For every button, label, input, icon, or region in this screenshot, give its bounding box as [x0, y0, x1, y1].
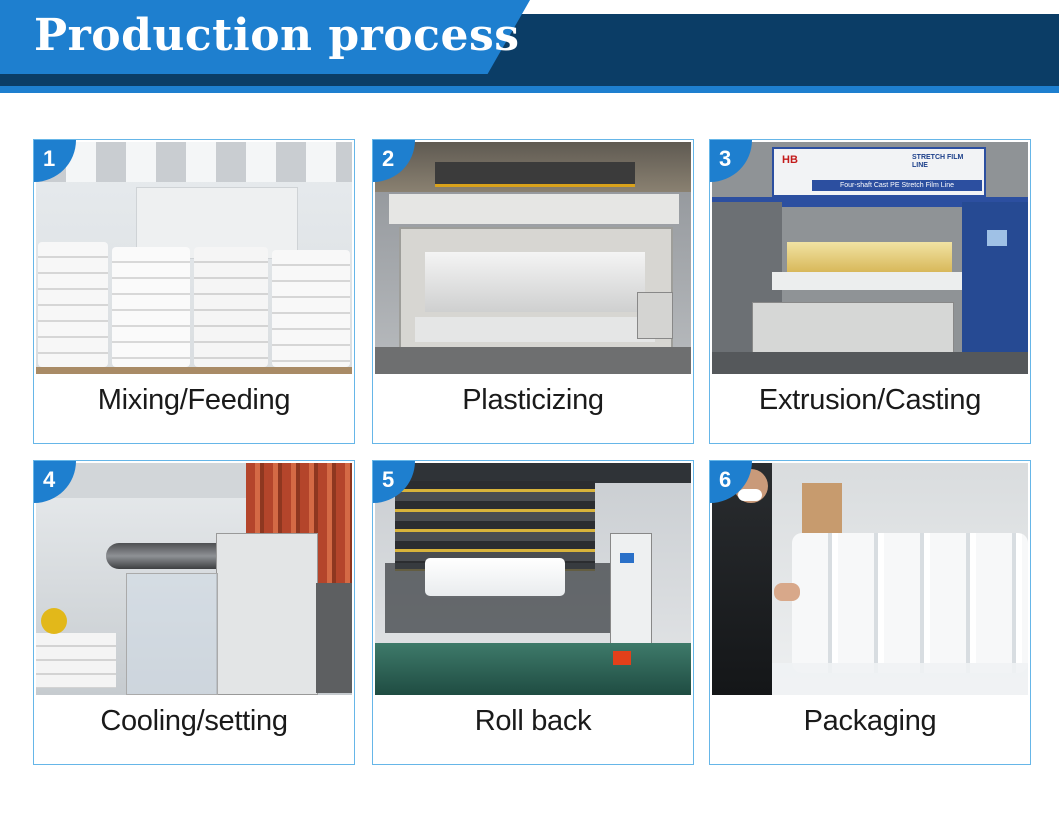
page-title: Production process — [34, 10, 520, 61]
sign-line: STRETCH FILM LINE — [912, 154, 964, 169]
step-label: Mixing/Feeding — [97, 384, 291, 416]
sign-subtitle: Four-shaft Cast PE Stretch Film Line — [812, 180, 982, 191]
step-label: Extrusion/Casting — [758, 384, 982, 416]
photo-rewinding-machine — [375, 463, 691, 695]
step-card-2: 2 Plasticizing — [372, 139, 694, 444]
banner-underline — [0, 86, 1059, 93]
photo-extrusion-machine — [375, 142, 691, 374]
photo-warehouse-sacks — [36, 142, 352, 374]
step-card-4: 4 Cooling/setting — [33, 460, 355, 765]
step-card-6: 6 Packaging — [709, 460, 1031, 765]
step-card-5: 5 Roll back — [372, 460, 694, 765]
photo-film-rolls-packaging — [712, 463, 1028, 695]
photo-cooling-rollers — [36, 463, 352, 695]
step-label: Roll back — [474, 705, 592, 737]
step-label: Plasticizing — [462, 384, 604, 416]
step-card-1: 1 Mixing/Feeding — [33, 139, 355, 444]
sign-brand: HB — [782, 154, 798, 166]
photo-stretch-film-line: HB STRETCH FILM LINE Four-shaft Cast PE … — [712, 142, 1028, 374]
banner-blue-band — [0, 0, 530, 74]
step-label: Cooling/setting — [100, 705, 288, 737]
step-label: Packaging — [803, 705, 937, 737]
step-card-3: HB STRETCH FILM LINE Four-shaft Cast PE … — [709, 139, 1031, 444]
header-banner: Production process — [0, 0, 1059, 96]
